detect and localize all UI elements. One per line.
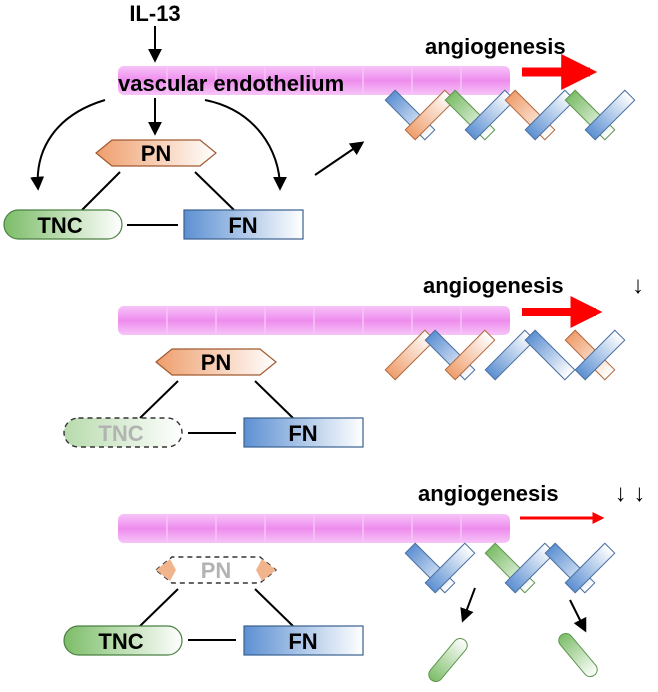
released-tnc-fragment (558, 632, 598, 678)
fn-node-3: FN (243, 625, 364, 656)
svg-text:FN: FN (288, 421, 317, 446)
matrix-network-2 (384, 329, 626, 381)
down-arrows-icon: ↓ ↓ (615, 480, 646, 507)
edge-pn-fn (194, 171, 235, 211)
pn-node-3-absent: PN (154, 556, 278, 584)
svg-text:FN: FN (288, 629, 317, 654)
panel-2: angiogenesis ↓ PN (63, 272, 644, 448)
curved-arrow-icon (204, 99, 287, 191)
svg-text:PN: PN (201, 350, 232, 375)
panel-3: angiogenesis ↓ ↓ (63, 480, 646, 683)
edge-pn-tnc (81, 171, 121, 211)
edge-pn-fn (254, 380, 294, 419)
fn-node-2: FN (243, 417, 364, 448)
svg-text:TNC: TNC (98, 421, 143, 446)
angiogenesis-label-1: angiogenesis (425, 34, 566, 59)
down-arrow-icon (460, 587, 476, 623)
tnc-node-2-absent: TNC (63, 417, 183, 448)
down-arrow-icon (569, 599, 587, 633)
svg-text:FN: FN (228, 213, 257, 238)
vascular-endothelium-label: vascular endothelium (118, 71, 344, 96)
released-tnc-fragment (428, 637, 468, 683)
angiogenesis-label-3: angiogenesis (418, 481, 559, 506)
angiogenesis-label-2: angiogenesis (423, 273, 564, 298)
pn-node-1: PN (95, 139, 217, 167)
svg-text:TNC: TNC (98, 629, 143, 654)
matrix-network-1 (384, 89, 636, 141)
curved-arrow-icon (30, 99, 106, 191)
membrane-2 (118, 306, 510, 335)
right-arrow-icon (314, 141, 365, 176)
down-arrow-icon: ↓ (632, 272, 644, 299)
membrane-1 (118, 66, 510, 95)
matrix-network-3 (404, 542, 616, 594)
il13-label: IL-13 (129, 1, 180, 26)
tnc-node-1: TNC (3, 209, 123, 240)
svg-text:TNC: TNC (37, 213, 82, 238)
tnc-node-3: TNC (63, 625, 183, 656)
membrane-3 (118, 514, 510, 543)
panel-1: IL-13 angiogenesis vascular endothelium (3, 1, 636, 240)
svg-text:PN: PN (141, 141, 172, 166)
edge-pn-tnc (139, 380, 179, 419)
fn-node-1: FN (183, 209, 304, 240)
edge-pn-fn (254, 588, 294, 627)
pn-node-2: PN (155, 348, 277, 376)
edge-pn-tnc (139, 588, 179, 627)
svg-text:PN: PN (201, 558, 232, 583)
